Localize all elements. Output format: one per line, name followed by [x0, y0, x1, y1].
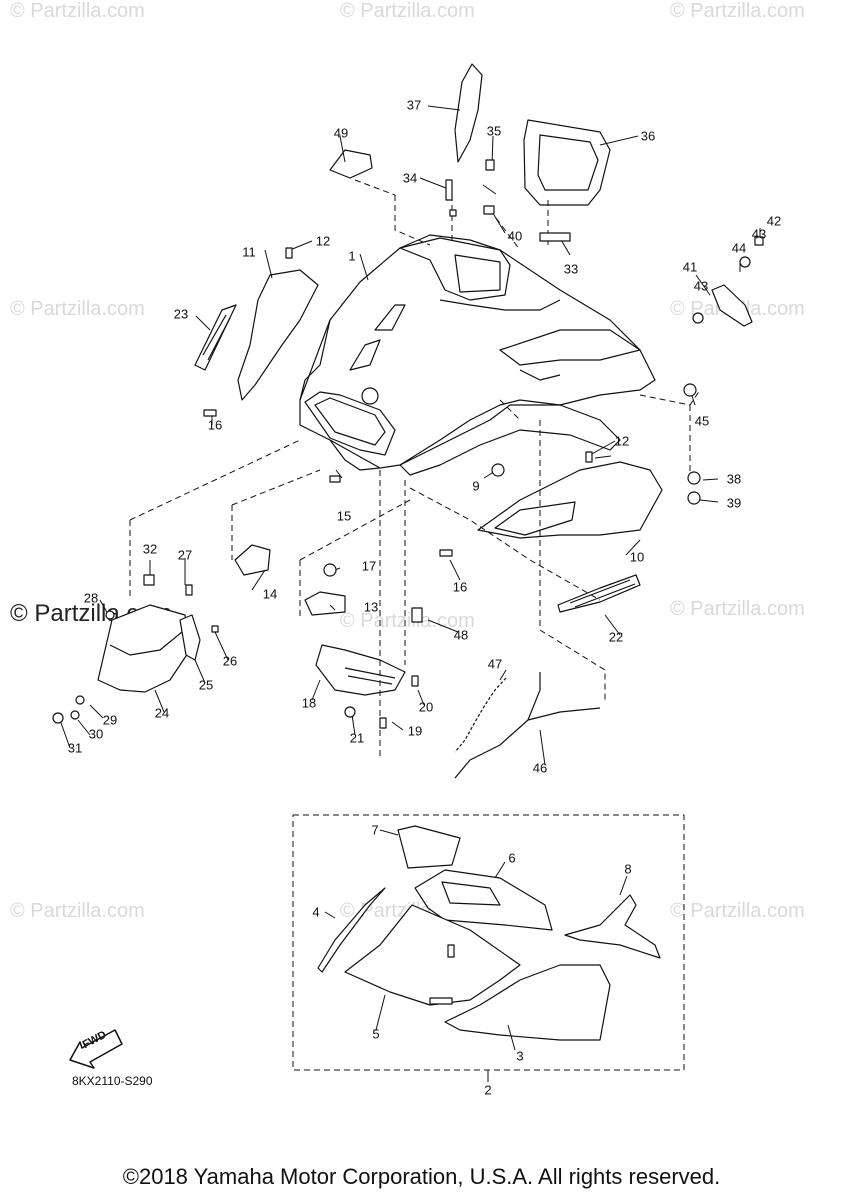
- callout-35: 35: [486, 123, 502, 139]
- callout-18: 18: [301, 695, 317, 711]
- callout-16: 16: [207, 417, 223, 433]
- callout-43: 43: [751, 226, 767, 242]
- callout-48: 48: [453, 627, 469, 643]
- callout-27: 27: [177, 547, 193, 563]
- callout-30: 30: [88, 726, 104, 742]
- callout-33: 33: [563, 261, 579, 277]
- callout-31: 31: [67, 740, 83, 756]
- callout-16b: 16: [452, 579, 468, 595]
- callout-20: 20: [418, 699, 434, 715]
- part-small-bracket: [329, 149, 373, 179]
- callout-2: 2: [484, 1082, 492, 1098]
- watermark: © Partzilla.com: [670, 0, 805, 22]
- callout-13: 13: [363, 599, 379, 615]
- part-windscreen: [523, 119, 611, 206]
- callout-34: 34: [402, 170, 418, 186]
- callout-32: 32: [142, 541, 158, 557]
- callout-46: 46: [532, 760, 548, 776]
- watermark: © Partzilla.com: [10, 900, 145, 922]
- part-bracket-14: [234, 544, 271, 576]
- part-side-panel-left: [237, 269, 319, 401]
- fwd-arrow-icon: [69, 1029, 123, 1069]
- part-air-duct: [315, 644, 406, 696]
- callout-19: 19: [407, 723, 423, 739]
- callout-5: 5: [372, 1026, 380, 1042]
- callout-39: 39: [726, 495, 742, 511]
- part-grille-right: [557, 574, 641, 613]
- callout-14: 14: [262, 586, 278, 602]
- callout-24: 24: [154, 705, 170, 721]
- callout-1: 1: [348, 248, 356, 264]
- callout-11: 11: [242, 244, 256, 260]
- callout-3: 3: [516, 1048, 524, 1064]
- callout-37: 37: [406, 97, 422, 113]
- callout-22: 22: [608, 629, 624, 645]
- callout-47: 47: [487, 656, 503, 672]
- callout-45: 45: [694, 413, 710, 429]
- kit-part-7: [397, 825, 461, 869]
- kit-part-8: [564, 894, 661, 959]
- callout-43b: 43: [693, 278, 709, 294]
- part-cable-branch: [527, 707, 601, 721]
- callout-12: 12: [315, 233, 331, 249]
- callout-26: 26: [222, 653, 238, 669]
- part-side-cover-right: [477, 461, 663, 539]
- callout-25: 25: [198, 677, 214, 693]
- callout-28: 28: [83, 590, 99, 606]
- callout-44: 44: [731, 240, 747, 256]
- callout-9: 9: [472, 478, 480, 494]
- callout-29: 29: [102, 712, 118, 728]
- callout-15: 15: [336, 508, 352, 524]
- callout-8: 8: [624, 861, 632, 877]
- part-mount-bracket: [711, 284, 753, 327]
- callout-38: 38: [726, 471, 742, 487]
- kit-part-3: [444, 964, 611, 1041]
- callout-36: 36: [640, 128, 656, 144]
- part-front-fender: [299, 234, 656, 476]
- watermark: © Partzilla.com: [10, 298, 145, 320]
- part-lens-strip: [454, 63, 483, 163]
- part-cable: [454, 672, 541, 779]
- part-bracket-13: [304, 591, 346, 616]
- callout-4: 4: [312, 904, 320, 920]
- callout-42: 42: [766, 213, 782, 229]
- diagram-code: 8KX2110-S290: [72, 1074, 153, 1088]
- callout-49: 49: [333, 125, 349, 141]
- callout-41: 41: [682, 259, 698, 275]
- callout-10: 10: [629, 549, 645, 565]
- callout-12b: 12: [614, 433, 630, 449]
- callout-6: 6: [508, 850, 516, 866]
- watermark: © Partzilla.com: [670, 900, 805, 922]
- watermark: © Partzilla.com: [10, 0, 145, 22]
- kit-part-5: [344, 904, 521, 1006]
- callout-40: 40: [507, 228, 523, 244]
- callout-21: 21: [349, 730, 365, 746]
- callout-17: 17: [361, 558, 377, 574]
- kit-part-6: [414, 869, 553, 931]
- callout-23: 23: [173, 306, 189, 322]
- part-grille-left: [194, 304, 237, 371]
- callout-7: 7: [371, 822, 379, 838]
- watermark: © Partzilla.com: [670, 598, 805, 620]
- part-clip: [179, 614, 201, 661]
- copyright-notice: ©2018 Yamaha Motor Corporation, U.S.A. A…: [122, 1164, 721, 1189]
- part-spring: [454, 677, 507, 753]
- kit-part-4: [317, 887, 386, 973]
- watermark: © Partzilla.com: [340, 0, 475, 22]
- watermark: © Partzilla.com: [340, 610, 475, 632]
